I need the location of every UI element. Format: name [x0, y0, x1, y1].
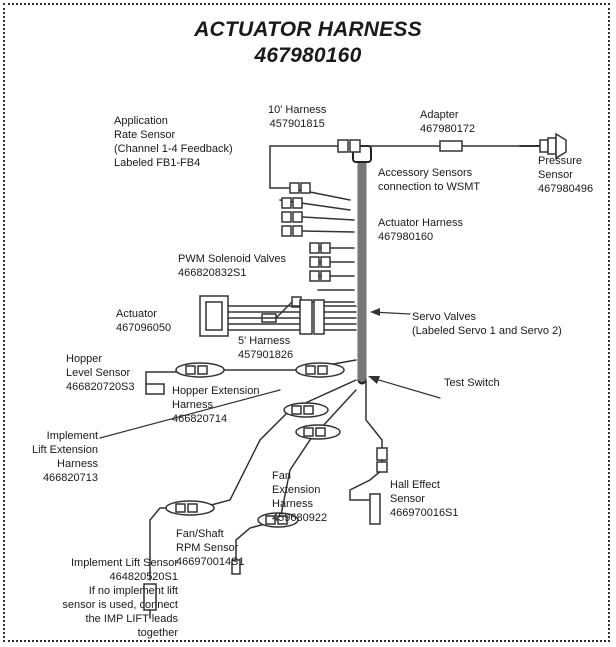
label-actuator: Actuator 467096050	[116, 308, 172, 334]
test-switch-arrow-line	[371, 377, 441, 399]
label-fan-extension: Fan Extension Harness 459680922	[272, 470, 328, 524]
label-10ft-harness: 10' Harness 457901815	[268, 104, 327, 130]
adapter-body	[439, 140, 463, 152]
label-accessory-sensors: Accessory Sensors connection to WSMT	[378, 167, 481, 193]
label-test-switch: Test Switch	[444, 377, 500, 389]
label-hopper-level-sensor: Hopper Level Sensor 466820720S3	[66, 353, 135, 393]
fan-extension-harness	[231, 389, 357, 575]
label-pwm-valves: PWM Solenoid Valves 466820832S1	[178, 253, 287, 279]
label-implement-lift-extension: Implement Lift Extension Harness 4668207…	[31, 430, 98, 484]
actuator-harness-bundle	[199, 295, 357, 337]
diagram-title: ACTUATOR HARNESS	[194, 18, 422, 41]
diagram-border	[3, 3, 610, 642]
rate-sensor-connectors	[269, 182, 355, 237]
hopper-extension-harness	[145, 359, 357, 395]
label-hopper-extension: Hopper Extension Harness 466820714	[172, 385, 260, 425]
label-implement-lift-sensor: Implement Lift Sensor 464820520S1 If no …	[62, 557, 178, 639]
label-actuator-harness: Actuator Harness 467980160	[378, 217, 463, 243]
label-fan-shaft-rpm: Fan/Shaft RPM Sensor 466970014S1	[176, 528, 245, 568]
hall-effect-harness	[349, 379, 388, 525]
label-servo-valves: Servo Valves (Labeled Servo 1 and Servo …	[412, 311, 562, 337]
implement-lift-leader	[99, 389, 281, 439]
diagram-part-number: 467980160	[254, 44, 362, 67]
label-rate-sensor: Application Rate Sensor (Channel 1-4 Fee…	[114, 115, 233, 169]
implement-lift-harness	[143, 379, 357, 619]
label-5ft-harness: 5' Harness 457901826	[238, 335, 294, 361]
label-adapter: Adapter 467980172	[420, 109, 476, 135]
label-hall-effect: Hall Effect Sensor 466970016S1	[390, 479, 459, 519]
label-pressure-sensor: Pressure Sensor 467980496	[538, 155, 594, 195]
pressure-sensor-shape	[539, 132, 567, 160]
